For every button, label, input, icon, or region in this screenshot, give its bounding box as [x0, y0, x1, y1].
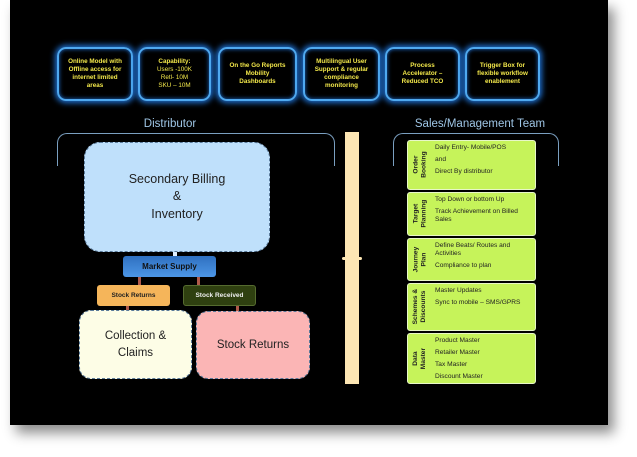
- row-label: Journey Plan: [412, 246, 427, 273]
- feature-line: areas: [86, 82, 104, 90]
- distributor-heading: Distributor: [143, 118, 197, 130]
- row-item: Direct By distributor: [435, 167, 493, 175]
- row-item: Define Beats/ Routes and Activities: [435, 242, 511, 257]
- row-label: Order Booking: [412, 151, 427, 179]
- text: Inventory: [151, 206, 203, 221]
- feature-line: compliance: [324, 74, 359, 81]
- sales-row: Journey Plan Define Beats/ Routes and Act…: [407, 238, 536, 281]
- text: &: [172, 189, 182, 204]
- feature-line: Multilingual User: [316, 57, 367, 65]
- row-item: Discount Master: [435, 372, 483, 380]
- stock-returns-box: Stock Returns: [196, 311, 310, 379]
- row-item: Tax Master: [435, 360, 468, 368]
- row-item: Daily Entry- Mobile/POS: [435, 144, 507, 151]
- feature-line: Capability:: [158, 57, 191, 65]
- feature-line: On the Go Reports: [229, 61, 286, 69]
- row-label: Target Planning: [412, 200, 427, 228]
- connector: [173, 252, 177, 256]
- arrow: [197, 277, 200, 285]
- feature-line: Reduced TCO: [401, 78, 444, 86]
- distributor-brace: [57, 133, 335, 166]
- feature-line: flexible workflow: [477, 69, 528, 77]
- feature-line: Online Model with: [68, 57, 122, 65]
- text: Collection &: [104, 330, 167, 343]
- sales-row: Target Planning Top Down or bottom Up Trac…: [407, 192, 536, 236]
- sales-brace: [393, 133, 559, 166]
- feature-line: internet limited: [72, 74, 118, 81]
- arrow: [236, 306, 239, 312]
- feature-line: monitoring: [325, 82, 358, 90]
- row-label: Schemes & Discounts: [412, 289, 427, 325]
- row-item: Product Master: [435, 337, 480, 344]
- arrow: [138, 277, 141, 285]
- sales-heading: Sales/Management Team: [414, 118, 546, 130]
- feature-line: Mobility: [245, 69, 270, 77]
- feature-line: Offline access for: [68, 65, 122, 73]
- secondary-billing-box: Secondary Billing & Inventory: [84, 142, 270, 252]
- feature-line: Support & regular: [314, 65, 369, 73]
- feature-line: Trigger Box for: [479, 61, 526, 69]
- row-item: Retailer Master: [435, 348, 480, 356]
- row-item: and: [435, 155, 447, 163]
- feature-line: Process: [410, 61, 435, 69]
- row-item: Top Down or bottom Up: [435, 196, 505, 203]
- stock-received-tag: Stock Received: [183, 285, 256, 306]
- feature-line: enablement: [485, 78, 520, 86]
- stock-returns-tag: Stock Returns: [97, 285, 170, 306]
- feature-line: Users -100K: [157, 65, 192, 73]
- market-supply-box: Market Supply: [123, 256, 216, 277]
- feature-line: SKU – 10M: [158, 82, 191, 90]
- feature-line: Accelerator –: [402, 69, 443, 77]
- arrow: [126, 306, 129, 311]
- row-item: Compliance to plan: [435, 261, 492, 269]
- row-item: Master Updates: [435, 287, 482, 294]
- text: Secondary Billing: [128, 171, 226, 186]
- collection-claims-box: Collection & Claims: [79, 310, 192, 379]
- divider-notch: [342, 257, 362, 260]
- row-label: Data Master: [412, 347, 427, 370]
- row-item: Track Achievement on Billed Sales: [435, 207, 518, 223]
- feature-line: Retl- 10M: [160, 74, 189, 81]
- text: Claims: [117, 346, 154, 359]
- row-item: Sync to mobile – SMS/GPRS: [435, 298, 521, 306]
- feature-line: Dashboards: [239, 78, 276, 86]
